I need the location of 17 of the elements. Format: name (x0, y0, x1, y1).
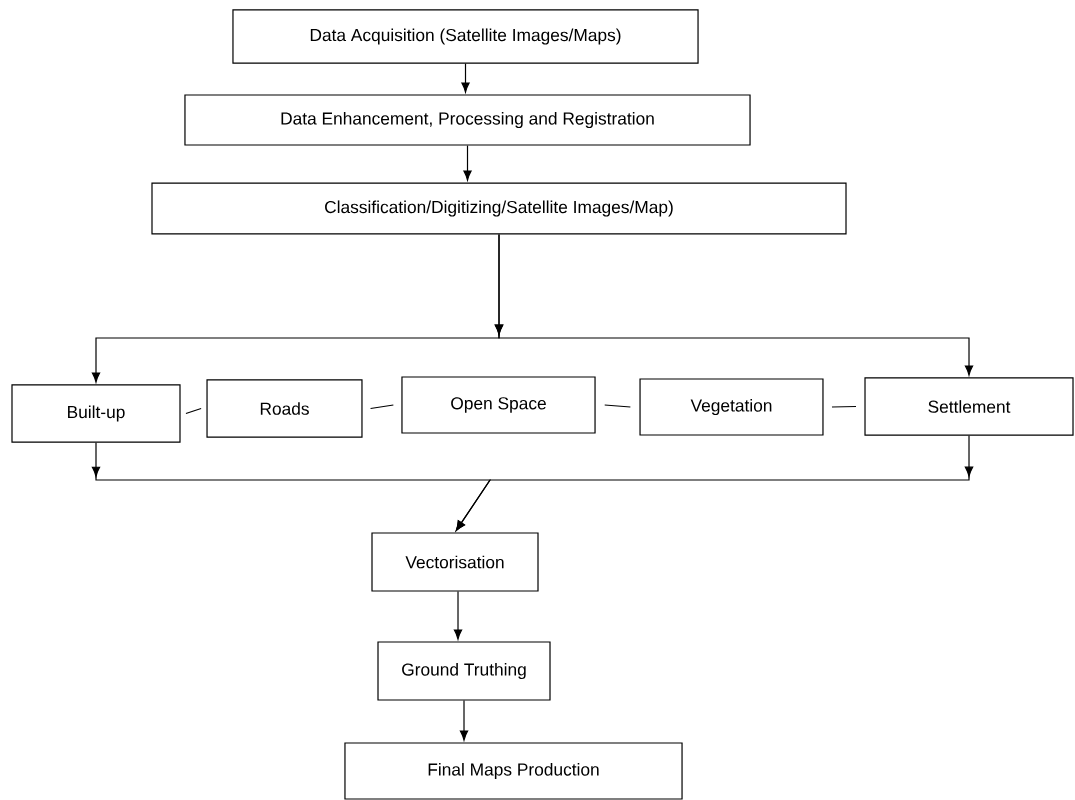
process-box: Open Space (401, 376, 596, 434)
arrow (494, 233, 974, 376)
arrow (461, 63, 470, 93)
arrow (455, 435, 974, 531)
process-box: Vectorisation (371, 532, 539, 592)
arrow (453, 591, 463, 640)
process-box: Built-up (11, 384, 181, 443)
process-box: Ground Truthing (377, 641, 551, 701)
process-box: Data Acquisition (Satellite Images/Maps) (232, 9, 699, 64)
process-box: Final Maps Production (344, 742, 683, 800)
process-box: Data Enhancement, Processing and Registration (184, 94, 751, 146)
arrow (463, 145, 472, 181)
process-box: Roads (206, 379, 363, 438)
process-box: Settlement (864, 377, 1074, 436)
arrow (459, 700, 469, 741)
process-box: Vegetation (639, 378, 824, 436)
process-box: Classification/Digitizing/Satellite Images/Map) (151, 182, 847, 235)
